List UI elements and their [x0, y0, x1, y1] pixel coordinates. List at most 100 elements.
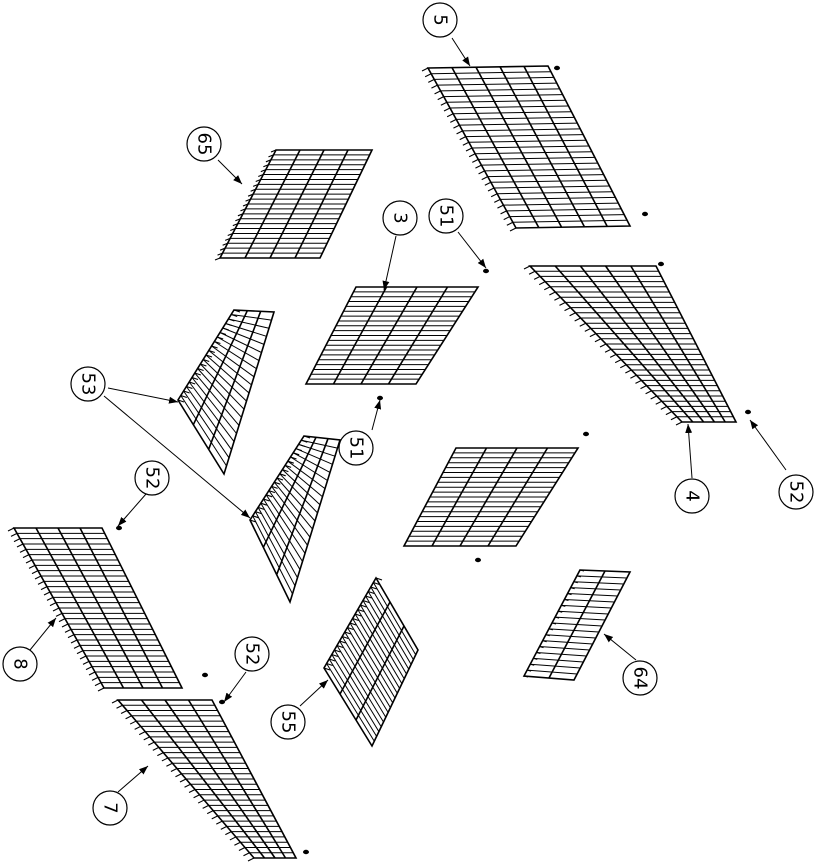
shelf-55-wire: [359, 604, 405, 680]
shelf-65: [214, 149, 374, 261]
shelf-8-hook: [85, 666, 93, 671]
shelf-64-hook: [545, 634, 550, 637]
shelf-53a-wire: [197, 368, 242, 418]
shelf-53b-hook: [252, 515, 259, 519]
shelf-4-crosswire: [604, 265, 716, 423]
shelf-5-wire: [456, 116, 575, 120]
shelf-4-hook: [574, 317, 581, 322]
clip-5b: [642, 211, 648, 217]
leader-c8: [29, 617, 57, 651]
shelf-5-wire: [437, 82, 557, 86]
shelf-53b-hook: [303, 435, 311, 439]
shelf-53b-hook: [279, 473, 286, 477]
shelf-53a-wire: [222, 327, 265, 345]
shelf-53a-hook: [197, 367, 204, 372]
callout-circle: [422, 2, 458, 38]
clip-8b: [202, 672, 208, 678]
callout-label: 65: [194, 133, 215, 156]
shelf-53b-hook: [298, 443, 305, 447]
shelf-53b-crosswire: [275, 438, 329, 575]
shelf-5-wire: [506, 208, 622, 212]
shelf-55-wire: [352, 618, 398, 694]
callout-label: 52: [242, 643, 263, 666]
shelf-4-hook: [528, 270, 536, 275]
leader-layer: [29, 37, 787, 793]
shelf-55-wire: [339, 640, 387, 718]
shelf-53b-hook: [266, 494, 273, 498]
shelf-5-hook: [456, 130, 463, 135]
shelf-53a-hook: [225, 322, 232, 327]
shelf-8-hook: [52, 607, 60, 612]
shelf-8-hook: [97, 687, 105, 692]
shelf-4-crosswire: [579, 265, 705, 423]
shelf-53b-hook: [301, 439, 308, 443]
shelf-65-hook: [255, 178, 261, 182]
shelf-4-hook: [645, 390, 652, 395]
shelf-5-wire: [493, 185, 610, 189]
shelf-53b-wire: [257, 507, 298, 578]
leader-c52c: [749, 419, 787, 471]
shelf-5: [421, 65, 632, 232]
callout-circle: [428, 198, 464, 234]
shelf-5-hook: [494, 198, 501, 203]
shelf-53a-hook: [180, 394, 187, 399]
shelf-5-hook: [506, 221, 514, 226]
shelf-65-hook: [230, 228, 236, 232]
shelf-4-hook: [625, 369, 632, 374]
shelf-55-hook: [357, 608, 364, 613]
shelf-55-wire: [349, 622, 396, 699]
shelf-4-hook: [630, 374, 637, 379]
shelf-53b-wire: [263, 498, 303, 562]
callout-circle: [2, 646, 38, 682]
shelf-53a-hook: [217, 336, 224, 340]
shelf-55-wire: [328, 658, 378, 737]
shelf-5-crosswire: [475, 66, 563, 228]
shelf-64-hook: [539, 646, 544, 649]
shelf-5-wire: [446, 99, 566, 103]
shelf-64-hook: [567, 593, 572, 596]
shelf-65-hook: [240, 208, 246, 212]
shelf-53b-crosswire: [262, 436, 317, 548]
shelf-7-hook: [216, 820, 223, 825]
callout-circle: [382, 200, 418, 236]
shelf-53b-wire: [260, 502, 301, 570]
shelf-4-hook: [564, 307, 571, 312]
shelf-55-hook: [368, 590, 375, 595]
shelf-53b-wire: [292, 452, 331, 473]
shelf-5-hook: [434, 90, 441, 95]
shelf-3-crosswire: [360, 286, 418, 385]
callout-c64: 64: [622, 660, 658, 696]
shelf-4-hook: [584, 327, 592, 332]
callout-label: 3: [390, 212, 411, 223]
shelf-7-crosswire: [187, 699, 287, 859]
shelf-4-hook: [620, 364, 627, 369]
shelf-55-hook: [331, 653, 338, 658]
shelf-64-hook: [576, 575, 582, 578]
shelf-7-hook: [243, 852, 250, 857]
callout-label: 5: [430, 14, 451, 25]
shelf-8-hook: [64, 628, 72, 633]
shelf-65-hook: [268, 154, 274, 158]
shelf-55-wire: [365, 595, 410, 670]
shelf-53b-hook: [249, 519, 257, 523]
shelf-53b-hook: [263, 498, 270, 502]
shelf-55-crosswire: [339, 601, 391, 695]
shelf-8-hook: [22, 554, 30, 559]
shelf-4-hook: [609, 353, 617, 358]
shelf-55-wire: [341, 636, 389, 713]
shelf-7-hook: [116, 704, 123, 709]
callout-c51b: 51: [338, 430, 374, 466]
shelf-65-crosswire: [294, 149, 349, 259]
shelf-65-hook: [258, 174, 264, 178]
callout-label: 4: [682, 490, 703, 501]
shelf-53b-wire: [254, 511, 296, 587]
shelf-53a-hook: [219, 331, 227, 336]
clip-mid-a: [583, 431, 589, 437]
shelf-3-crosswire: [387, 286, 449, 385]
shelf-5-hook: [475, 164, 482, 169]
shelf-4-hook: [599, 343, 607, 348]
shelf-53a-hook: [222, 327, 229, 331]
shelf-65-hook: [265, 159, 272, 163]
shelf-53b-wire: [268, 490, 308, 546]
